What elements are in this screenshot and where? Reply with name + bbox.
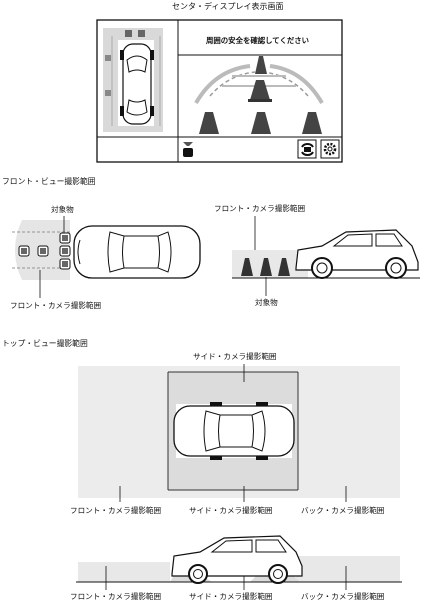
suv-side-view — [295, 229, 419, 279]
front-camera-label: フロント・カメラ撮影範囲 — [70, 506, 162, 515]
camera-switch-icon[interactable] — [297, 139, 317, 159]
profile-back-label: バック・カメラ撮影範囲 — [301, 592, 385, 601]
object-label-top: 対象物 — [51, 205, 74, 214]
back-camera-label: バック・カメラ撮影範囲 — [301, 506, 385, 515]
caution-message: 周囲の安全を確認してください — [206, 36, 310, 45]
suv-side-profile — [171, 535, 303, 584]
front-range-label-left: フロント・カメラ撮影範囲 — [10, 301, 102, 310]
display-title: センタ・ディスプレイ表示画面 — [172, 2, 284, 11]
side-camera-label-bottom: サイド・カメラ撮影範囲 — [189, 506, 273, 515]
display-car-topview — [120, 43, 154, 125]
object-marker — [59, 232, 71, 244]
object-marker — [37, 245, 49, 257]
front-range-label-right: フロント・カメラ撮影範囲 — [214, 204, 306, 213]
front-camera-view — [194, 56, 324, 134]
profile-side-label: サイド・カメラ撮影範囲 — [189, 592, 273, 601]
settings-gear-icon[interactable] — [320, 139, 340, 159]
car-mini-icon — [183, 142, 193, 157]
top-view-heading: トップ・ビュー撮影範囲 — [2, 339, 88, 348]
car-topview-center — [173, 402, 295, 460]
object-marker — [18, 245, 30, 257]
object-marker — [59, 245, 71, 257]
side-camera-label-top: サイド・カメラ撮影範囲 — [193, 352, 277, 361]
object-label-bottom: 対象物 — [255, 298, 278, 307]
profile-front-label: フロント・カメラ撮影範囲 — [70, 592, 162, 601]
car-topview — [73, 225, 201, 279]
front-view-heading: フロント・ビュー撮影範囲 — [2, 177, 96, 186]
object-marker — [59, 258, 71, 270]
